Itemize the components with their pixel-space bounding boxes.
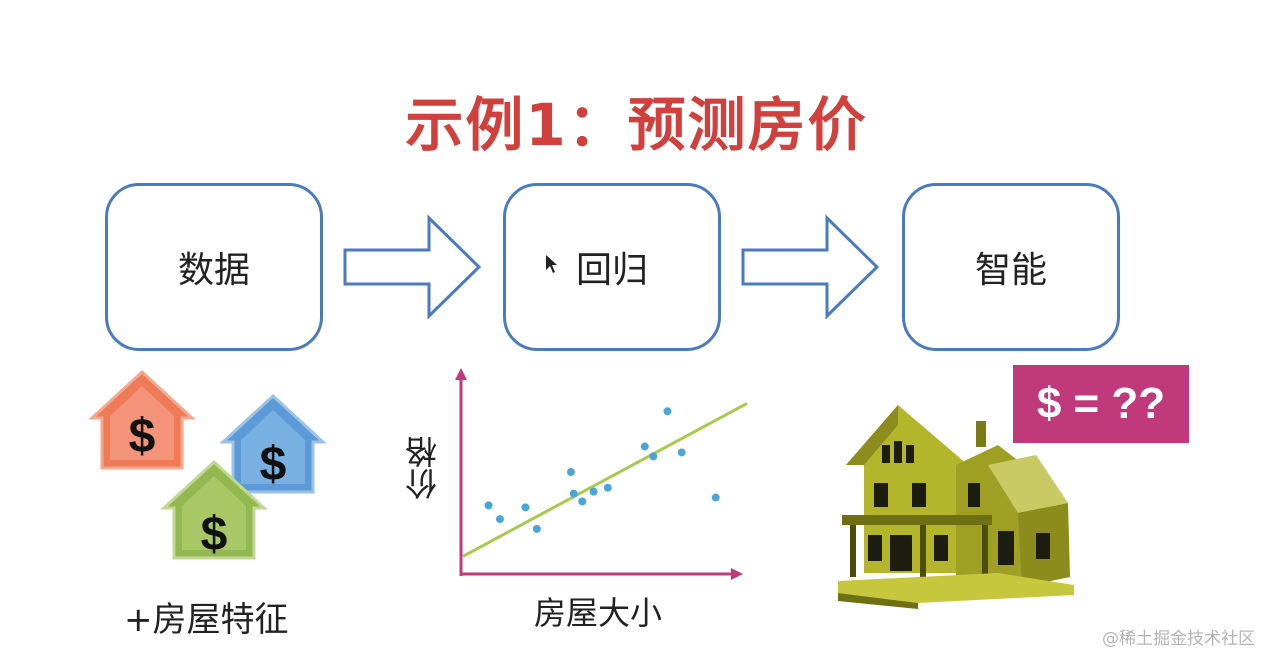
intelligence-box-label: 智能 <box>974 250 1047 291</box>
data-point <box>521 503 530 512</box>
house-green-icon: $ <box>160 459 268 561</box>
data-box: 数据 <box>105 183 323 351</box>
data-point <box>677 448 686 457</box>
arrow-right-icon <box>343 214 482 320</box>
data-point <box>603 483 612 492</box>
regression-fit-line <box>462 402 748 558</box>
page-title: 示例1：预测房价 <box>405 91 868 159</box>
house-3d-icon <box>838 405 1074 609</box>
data-point <box>578 497 587 506</box>
data-point <box>495 515 504 524</box>
house-blue-icon: $ <box>219 393 327 494</box>
mouse-cursor-icon <box>546 255 557 273</box>
regression-box-label: 回归 <box>575 250 648 291</box>
regression-box: 回归 <box>503 183 721 351</box>
data-point <box>569 489 578 498</box>
x-axis-arrowhead <box>731 568 743 580</box>
x-axis-label: 房屋大小 <box>534 594 663 632</box>
data-point <box>663 407 672 416</box>
data-point <box>589 487 598 496</box>
data-point <box>532 524 541 533</box>
data-point <box>484 501 493 510</box>
dollar-sign: $ <box>260 438 287 491</box>
scatter-chart <box>455 368 748 580</box>
price-question-badge: $ = ?? <box>1013 365 1189 443</box>
house-orange-icon: $ <box>88 369 196 470</box>
data-point <box>640 442 649 451</box>
data-point <box>711 493 720 502</box>
y-axis-arrowhead <box>455 368 467 380</box>
watermark: @稀土掘金技术社区 <box>1102 629 1255 649</box>
arrow-right-icon <box>741 214 880 320</box>
data-point <box>566 468 575 477</box>
dollar-sign: $ <box>201 508 228 561</box>
data-box-label: 数据 <box>177 250 250 291</box>
dollar-sign: $ <box>129 410 156 463</box>
house-features-caption: +房屋特征 <box>124 600 289 640</box>
data-point <box>649 452 658 461</box>
intelligence-box: 智能 <box>902 183 1120 351</box>
